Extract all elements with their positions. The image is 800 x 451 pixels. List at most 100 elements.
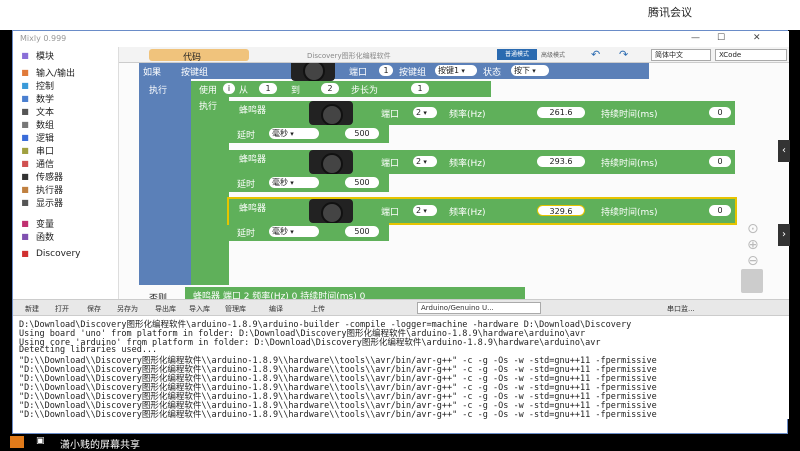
else-statement: 蜂鸣器 端口 2 频率(Hz) 0 持续时间(ms) 0 [193,292,366,299]
screen-share-bar: ▣ 潇小贱的屏幕共享 [0,434,800,451]
buzzer-port-dropdown[interactable]: 2 [413,156,437,167]
mixly-window: Mixly 0.999 — ☐ ✕ ■模块■输入/输出■控制■数学■文本■数组■… [12,30,789,434]
loop-from-value[interactable]: 1 [259,83,277,94]
delay-value[interactable]: 500 [345,226,379,237]
delay-unit-dropdown[interactable]: 毫秒 [269,177,319,188]
sidebar-item-12[interactable]: ■变量 [19,217,54,231]
undo-icon[interactable]: ↶ [591,48,601,61]
loop-variable[interactable]: i [223,83,235,94]
zoom-out-icon[interactable]: ⊖ [747,253,759,269]
frequency-value[interactable]: 329.6 [537,205,585,216]
block-workspace[interactable]: 如果 按键组 端口 1 按键组 按键1 状态 按下 执行 使用 i 从 1 到 … [119,63,789,299]
panel-left-arrow-icon[interactable]: ‹ [778,140,790,162]
sidebar-item-label: 执行器 [36,186,64,196]
else-statement-block[interactable] [185,287,525,299]
toolbar-button-7[interactable]: 编译 [269,305,283,313]
zoom-in-icon[interactable]: ⊕ [747,237,759,253]
buzzer-module-image [309,199,353,224]
sidebar-item-label: 模块 [36,52,55,62]
for-loop-block[interactable] [191,81,491,97]
delay-keyword: 延时 [237,180,256,190]
sidebar-item-13[interactable]: ■函数 [19,230,54,244]
code-tab[interactable]: 代码 [183,53,202,63]
output-console: D:\Download\Discovery图形化编程软件\arduino-1.8… [13,315,789,419]
sidebar-item-4[interactable]: ■文本 [19,105,55,119]
sidebar-item-1[interactable]: ■输入/输出 [19,66,75,80]
gear-icon: ■ [21,80,29,90]
mode-select[interactable]: XCode [715,49,787,61]
toolbar-button-6[interactable]: 管理库 [225,305,246,313]
loop-step-value[interactable]: 1 [411,83,429,94]
duration-value[interactable]: 0 [709,205,731,216]
delay-value[interactable]: 500 [345,128,379,139]
sidebar-item-6[interactable]: ■逻辑 [19,131,54,145]
discovery-icon: ■ [21,248,29,258]
buzzer-module-image [309,150,353,175]
toolbar-button-5[interactable]: 导入库 [189,305,210,313]
toolbar-button-0[interactable]: 新建 [25,305,39,313]
toolbar-button-1[interactable]: 打开 [55,305,69,313]
loop-exec-keyword: 执行 [199,102,218,112]
board-select[interactable]: Arduino/Genuino U... [417,302,541,314]
delay-value[interactable]: 500 [345,177,379,188]
sidebar-item-label: 通信 [36,160,55,170]
sidebar-item-5[interactable]: ■数组 [19,118,54,132]
duration-value[interactable]: 0 [709,107,731,118]
sidebar-item-7[interactable]: ■串口 [19,144,54,158]
frequency-keyword: 频率(Hz) [449,159,486,169]
title-bar: Mixly 0.999 — ☐ ✕ [13,31,789,47]
display-icon: ■ [21,197,29,207]
maximize-button[interactable]: ☐ [717,33,726,43]
sidebar-item-label: 文本 [36,108,55,118]
function-icon: ■ [21,231,29,241]
loop-to-value[interactable]: 2 [321,83,339,94]
delay-keyword: 延时 [237,229,256,239]
port-keyword: 端口 [349,68,368,78]
else-keyword: 否则 [149,294,168,299]
console-line: "D:\\Download\\Discovery图形化编程软件\\arduino… [19,392,657,402]
toolbar-button-4[interactable]: 导出库 [155,305,176,313]
trash-icon[interactable] [741,269,763,293]
if-block[interactable] [139,63,649,79]
sidebar-item-8[interactable]: ■通信 [19,157,55,171]
key-dropdown[interactable]: 按键1 [435,65,477,76]
buzzer-port-keyword: 端口 [381,159,400,169]
toolbar-button-3[interactable]: 另存为 [117,305,138,313]
frequency-value[interactable]: 261.6 [537,107,585,118]
duration-value[interactable]: 0 [709,156,731,167]
sidebar-item-2[interactable]: ■ 控制 [19,79,55,93]
sidebar-item-3[interactable]: ■数学 [19,92,54,106]
frequency-keyword: 频率(Hz) [449,208,486,218]
advanced-mode-button[interactable]: 高级模式 [541,52,566,59]
normal-mode-button[interactable]: 普通模式 [497,49,537,60]
panel-right-arrow-icon[interactable]: › [778,224,790,246]
sidebar-item-10[interactable]: ■执行器 [19,183,64,197]
toolbar-button-8[interactable]: 上传 [311,305,325,313]
port-value[interactable]: 1 [379,65,393,76]
sidebar-item-14[interactable]: ■Discovery [19,247,80,260]
array-icon: ■ [21,119,29,129]
delay-unit-dropdown[interactable]: 毫秒 [269,226,319,237]
console-line: "D:\\Download\\Discovery图形化编程软件\\arduino… [19,410,657,419]
sidebar-item-label: 控制 [36,82,55,92]
console-line: "D:\\Download\\Discovery图形化编程软件\\arduino… [19,374,657,384]
redo-icon[interactable]: ↷ [619,48,629,61]
buzzer-port-dropdown[interactable]: 2 [413,205,437,216]
sidebar-item-11[interactable]: ■显示器 [19,196,63,210]
if-fragment: 按键组 [181,68,209,78]
serial-monitor-button[interactable]: 串口监... [667,305,695,313]
trigger-label: 按键组 [399,68,427,78]
toolbar-button-2[interactable]: 保存 [87,305,101,313]
delay-unit-dropdown[interactable]: 毫秒 [269,128,319,139]
frequency-value[interactable]: 293.6 [537,156,585,167]
recenter-icon[interactable]: ⊙ [747,221,759,237]
close-button[interactable]: ✕ [753,33,761,43]
sidebar-item-9[interactable]: ■传感器 [19,170,63,184]
exec-keyword: 执行 [149,86,168,96]
category-sidebar: ■模块■输入/输出■控制■数学■文本■数组■逻辑■串口■通信■传感器■执行器■显… [13,47,119,299]
minimize-button[interactable]: — [691,33,700,43]
language-select[interactable]: 简体中文 [651,49,711,61]
buzzer-port-dropdown[interactable]: 2 [413,107,437,118]
sidebar-item-0[interactable]: ■模块 [19,49,55,63]
state-dropdown[interactable]: 按下 [511,65,549,76]
